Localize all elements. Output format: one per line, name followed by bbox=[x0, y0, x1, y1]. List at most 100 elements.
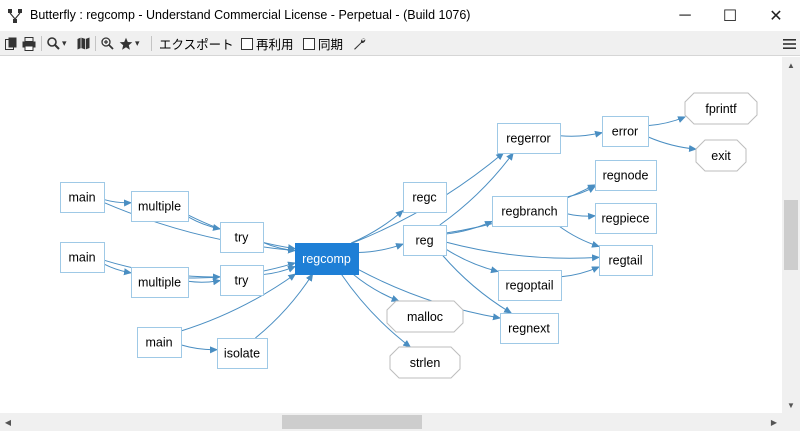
export-label: エクスポート bbox=[159, 38, 234, 52]
graph-node-regnode[interactable]: regnode bbox=[595, 160, 657, 191]
toolbar-separator bbox=[151, 36, 152, 51]
search-button[interactable]: ▾ bbox=[47, 34, 67, 53]
graph-edge-error-to-fprintf bbox=[647, 116, 686, 127]
graph-edge-regerror-to-error bbox=[559, 130, 603, 138]
graph-node-regtail[interactable]: regtail bbox=[599, 245, 653, 276]
graph-edge-main1-to-regcomp bbox=[103, 202, 296, 254]
graph-node-main1[interactable]: main bbox=[60, 182, 105, 213]
graph-node-regcomp[interactable]: regcomp bbox=[295, 243, 359, 275]
copy-button[interactable] bbox=[5, 34, 18, 53]
toolbar: ▾ ▾ エクスポート ▾ 再利用 同期 bbox=[0, 31, 800, 56]
export-menu[interactable]: エクスポート ▾ bbox=[159, 34, 246, 53]
graph-node-regpiece[interactable]: regpiece bbox=[595, 203, 657, 234]
menu-button[interactable] bbox=[783, 34, 796, 53]
sync-checkbox[interactable]: 同期 bbox=[303, 34, 343, 53]
search-icon bbox=[47, 37, 60, 50]
graph-edge-try1-to-regcomp bbox=[262, 241, 296, 254]
graph-node-try1[interactable]: try bbox=[220, 222, 264, 253]
favorites-button[interactable]: ▾ bbox=[119, 34, 140, 53]
graph-node-regerror[interactable]: regerror bbox=[497, 123, 561, 154]
graph-node-shape bbox=[60, 182, 105, 213]
graph-node-main3[interactable]: main bbox=[137, 327, 182, 358]
checkbox-box bbox=[303, 37, 315, 50]
butterfly-graph-canvas[interactable]: main multiple try main multiple try main isolat… bbox=[0, 57, 782, 413]
graph-node-multiple2[interactable]: multiple bbox=[131, 267, 189, 298]
checkbox-box bbox=[241, 37, 253, 50]
window-title: Butterfly : regcomp - Understand Commerc… bbox=[30, 8, 471, 22]
graph-node-shape bbox=[695, 139, 747, 172]
graph-node-label: isolate bbox=[224, 347, 260, 361]
graph-node-label: multiple bbox=[138, 200, 181, 214]
graph-node-label: multiple bbox=[138, 276, 181, 290]
graph-node-label: regtail bbox=[608, 254, 642, 268]
graph-node-shape bbox=[595, 160, 657, 191]
graph-node-multiple1[interactable]: multiple bbox=[131, 191, 189, 222]
wrench-icon bbox=[354, 38, 366, 50]
graph-node-shape bbox=[220, 265, 264, 296]
hamburger-menu-icon bbox=[783, 38, 796, 49]
graph-edge-regoptail-to-regtail bbox=[560, 266, 600, 278]
graph-node-regoptail[interactable]: regoptail bbox=[498, 270, 562, 301]
graph-node-shape bbox=[131, 191, 189, 222]
map-icon bbox=[77, 37, 90, 50]
butterfly-graph-icon bbox=[8, 9, 22, 23]
graph-node-label: try bbox=[235, 274, 250, 288]
graph-node-label: malloc bbox=[407, 310, 443, 324]
graph-node-label: regnode bbox=[603, 169, 649, 183]
graph-node-regnext[interactable]: regnext bbox=[500, 313, 559, 344]
sync-label: 同期 bbox=[318, 38, 344, 52]
zoom-icon bbox=[101, 37, 114, 50]
minimize-button[interactable]: ─ bbox=[662, 0, 708, 31]
graph-node-label: strlen bbox=[410, 356, 441, 370]
map-button[interactable] bbox=[77, 34, 90, 53]
zoom-button[interactable] bbox=[101, 34, 114, 53]
scroll-up-icon[interactable]: ▲ bbox=[787, 60, 795, 70]
title-bar: Butterfly : regcomp - Understand Commerc… bbox=[0, 0, 800, 31]
call-graph[interactable]: main multiple try main multiple try main isolat… bbox=[0, 57, 782, 413]
horizontal-scroll-thumb[interactable] bbox=[282, 415, 422, 429]
close-button[interactable]: ✕ bbox=[753, 0, 799, 31]
graph-node-label: reg bbox=[415, 234, 433, 248]
graph-node-shape bbox=[220, 222, 264, 253]
graph-node-shape bbox=[389, 346, 461, 379]
graph-node-label: exit bbox=[711, 149, 731, 163]
scroll-left-icon[interactable]: ◀ bbox=[4, 417, 12, 427]
graph-node-shape bbox=[492, 196, 568, 227]
graph-node-label: regoptail bbox=[506, 279, 554, 293]
graph-edge-main3-to-regcomp bbox=[180, 273, 297, 332]
vertical-scroll-thumb[interactable] bbox=[784, 200, 798, 270]
reuse-checkbox[interactable]: 再利用 bbox=[241, 34, 294, 53]
graph-node-reg[interactable]: reg bbox=[403, 225, 447, 256]
maximize-icon: ☐ bbox=[722, 7, 738, 25]
horizontal-scrollbar[interactable]: ◀ ▶ bbox=[0, 413, 782, 431]
graph-node-label: error bbox=[612, 125, 638, 139]
graph-node-strlen[interactable]: strlen bbox=[389, 346, 461, 379]
scrollbar-corner bbox=[782, 413, 800, 431]
graph-node-label: regnext bbox=[508, 322, 550, 336]
print-button[interactable] bbox=[22, 34, 36, 53]
graph-edge-main3-to-isolate bbox=[180, 344, 218, 354]
graph-edge-regcomp-to-malloc bbox=[352, 273, 400, 302]
graph-node-malloc[interactable]: malloc bbox=[386, 300, 464, 333]
graph-node-fprintf[interactable]: fprintf bbox=[684, 92, 758, 125]
scroll-down-icon[interactable]: ▼ bbox=[787, 400, 795, 410]
graph-edge-regcomp-to-reg bbox=[357, 243, 404, 254]
chevron-down-icon: ▾ bbox=[135, 38, 140, 48]
graph-node-error[interactable]: error bbox=[602, 116, 649, 147]
graph-node-exit[interactable]: exit bbox=[695, 139, 747, 172]
vertical-scrollbar[interactable]: ▲ ▼ bbox=[782, 57, 800, 413]
graph-node-try2[interactable]: try bbox=[220, 265, 264, 296]
reuse-label: 再利用 bbox=[256, 38, 294, 52]
maximize-button[interactable]: ☐ bbox=[707, 0, 753, 31]
graph-node-shape bbox=[386, 300, 464, 333]
graph-node-main2[interactable]: main bbox=[60, 242, 105, 273]
graph-node-label: main bbox=[68, 251, 95, 265]
graph-node-regbranch[interactable]: regbranch bbox=[492, 196, 568, 227]
settings-button[interactable] bbox=[353, 34, 366, 53]
graph-edge-multiple2-to-try2 bbox=[187, 278, 221, 286]
graph-node-label: regpiece bbox=[602, 212, 650, 226]
graph-node-shape bbox=[295, 243, 359, 275]
graph-node-regc[interactable]: regc bbox=[403, 182, 447, 213]
graph-node-isolate[interactable]: isolate bbox=[217, 338, 268, 369]
scroll-right-icon[interactable]: ▶ bbox=[770, 417, 778, 427]
